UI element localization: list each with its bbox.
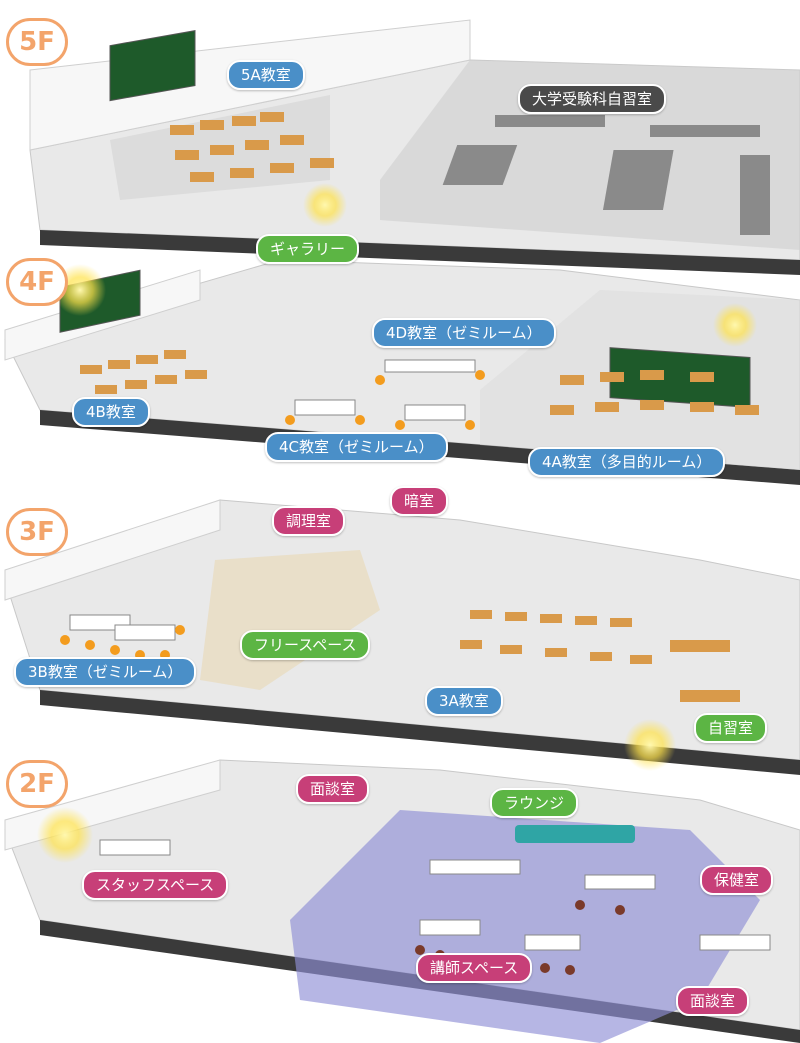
- floor-badge-3f: 3F: [6, 508, 68, 556]
- desks-4b: [80, 350, 207, 394]
- label-lounge: ラウンジ: [490, 788, 579, 818]
- label-5a-classroom: 5A教室: [227, 60, 305, 90]
- label-3b-classroom: 3B教室（ゼミルーム）: [14, 657, 197, 687]
- sparkle-effects: [37, 183, 757, 863]
- floor-badge-5f: 5F: [6, 18, 68, 66]
- desks-5a: [170, 112, 334, 182]
- desks-4a: [550, 370, 759, 415]
- label-self-study-room: 自習室: [694, 713, 768, 743]
- tables-4c-4d: [294, 359, 476, 421]
- label-interview-room-2: 面談室: [676, 986, 750, 1016]
- label-university-self-study-room: 大学受験科自習室: [518, 84, 667, 114]
- label-4d-classroom: 4D教室（ゼミルーム）: [372, 318, 556, 348]
- tables-2f: [99, 839, 771, 951]
- label-4c-classroom: 4C教室（ゼミルーム）: [265, 432, 448, 462]
- floor-badge-2f: 2F: [6, 760, 68, 808]
- chairs-4c-4d: [285, 370, 485, 430]
- label-free-space: フリースペース: [240, 630, 371, 660]
- floor-3f-slab: [4, 499, 800, 775]
- label-darkroom: 暗室: [390, 486, 449, 516]
- desks-3a: [460, 610, 740, 702]
- tables-3b: [69, 614, 176, 641]
- label-cooking-room: 調理室: [272, 506, 346, 536]
- label-3a-classroom: 3A教室: [425, 686, 503, 716]
- label-health-room: 保健室: [700, 865, 774, 895]
- label-4b-classroom: 4B教室: [72, 397, 150, 427]
- label-instructor-space: 講師スペース: [416, 953, 533, 983]
- label-gallery: ギャラリー: [256, 234, 360, 264]
- floor-badge-4f: 4F: [6, 258, 68, 306]
- label-staff-space: スタッフスペース: [82, 870, 229, 900]
- desks-self-study-5f: [442, 115, 770, 235]
- label-4a-classroom: 4A教室（多目的ルーム）: [528, 447, 726, 477]
- label-interview-room-1: 面談室: [296, 774, 370, 804]
- sofa-lounge: [515, 825, 635, 843]
- floor-5f-slab: [29, 19, 800, 275]
